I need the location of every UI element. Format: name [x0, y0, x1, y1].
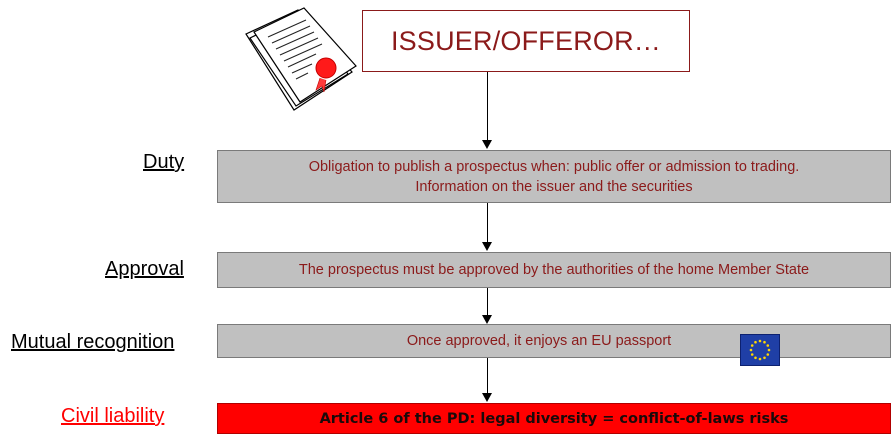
- issuer-offeror-box: ISSUER/OFFEROR…: [362, 10, 690, 72]
- step-text-duty-line2: Information on the issuer and the securi…: [415, 178, 693, 195]
- connector-2: [487, 203, 488, 245]
- step-label-approval: Approval: [105, 258, 184, 280]
- connector-4: [487, 358, 488, 396]
- arrow-4: [482, 393, 492, 402]
- step-text-civil-liability: Article 6 of the PD: legal diversity = c…: [319, 410, 789, 427]
- step-box-approval: The prospectus must be approved by the a…: [217, 252, 891, 288]
- connector-1: [487, 72, 488, 142]
- arrow-1: [482, 140, 492, 149]
- step-text-mutual-recognition: Once approved, it enjoys an EU passport: [406, 333, 672, 349]
- connector-3: [487, 288, 488, 318]
- step-label-mutual-recognition: Mutual recognition: [11, 331, 175, 353]
- document-with-seal-icon: [245, 7, 357, 111]
- step-label-civil-liability: Civil liability: [61, 405, 165, 427]
- step-label-duty: Duty: [143, 151, 185, 173]
- step-box-civil-liability: Article 6 of the PD: legal diversity = c…: [217, 403, 891, 434]
- step-text-approval: The prospectus must be approved by the a…: [298, 262, 810, 278]
- arrow-3: [482, 315, 492, 324]
- step-text-duty-line1: Obligation to publish a prospectus when:…: [308, 158, 800, 175]
- eu-flag-icon: [740, 334, 780, 366]
- step-box-duty: Obligation to publish a prospectus when:…: [217, 150, 891, 203]
- issuer-offeror-title: ISSUER/OFFEROR…: [390, 25, 662, 56]
- arrow-2: [482, 242, 492, 251]
- step-box-mutual-recognition: Once approved, it enjoys an EU passport: [217, 324, 891, 358]
